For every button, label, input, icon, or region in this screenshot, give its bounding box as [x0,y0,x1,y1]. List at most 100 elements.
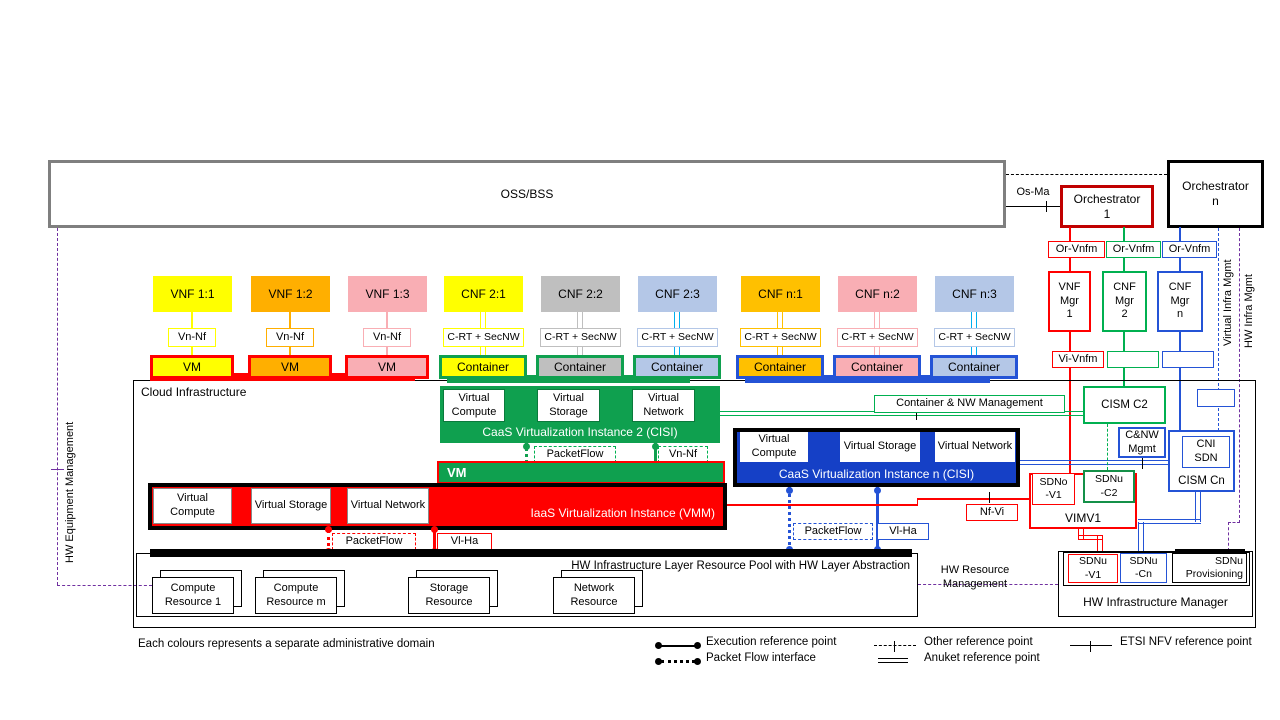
sdnu-c2-box: SDNu-C2 [1083,470,1135,503]
packetflow-dot [786,487,793,494]
storage-resource-box: Storage Resource [408,577,490,614]
nf-vi-line-step [916,498,919,506]
hw-resource-mgmt-line [918,584,1058,585]
compute-resource-m-box: Compute Resource m [255,577,337,614]
crt-secnw-label-2: C-RT + SecNW [540,328,621,347]
vim-sdnu-line-h [1078,535,1103,540]
caas2-virtual-network-cell: Virtual Network [632,389,695,422]
crt-secnw-label-4: C-RT + SecNW [740,328,821,347]
iaas-packetflow-line [327,530,330,553]
sdnu-cn-box: SDNu-Cn [1120,553,1167,583]
vm-box-1: VM [150,355,234,379]
container-n-domain-bar [745,375,990,383]
cnf-n-3-box: CNF n:3 [935,276,1014,312]
legend-packetflow-icon [655,657,701,667]
footnote: Each colours represents a separate admin… [138,638,435,650]
vm-layer-bar: VM [437,461,725,484]
crt-secnw-label-3: C-RT + SecNW [637,328,718,347]
legend-etsi-icon [1070,641,1112,653]
vim-v1-label: VIMV1 [1064,510,1101,525]
iaas-title: IaaS Virtualization Instance (VMM) [530,506,715,520]
oss-bss-label: OSS/BSS [500,186,554,201]
hw-resource-pool-title: HW Infrastructure Layer Resource Pool wi… [571,560,910,572]
cloud-infrastructure-label: Cloud Infrastructure [141,385,247,399]
vim-sdnu-line-v1 [1078,529,1084,540]
caasn-cism-anuket-line [1020,460,1168,465]
cnf-2-2-box: CNF 2:2 [541,276,620,312]
oss-orchestrator-n-dashed-line [1006,174,1167,175]
vn-nf-green-label: Vn-Nf [658,446,708,463]
caasn-virtual-network-cell: Virtual Network [935,432,1015,462]
blue-empty-box [1197,389,1235,407]
vm-box-2: VM [248,355,332,379]
legend-execution-label: Execution reference point [706,636,837,648]
container-box-6: Container [930,355,1018,379]
or-vnfm-2-label: Or-Vnfm [1106,241,1161,258]
sdnu-v1-box: SDNu-V1 [1068,554,1118,583]
caasn-virtual-storage-cell: Virtual Storage [840,432,920,462]
cism-sdnu-line-v2 [1138,522,1144,553]
vnf-1-1-box: VNF 1:1 [153,276,232,312]
iaas-virtual-compute-cell: Virtual Compute [153,488,232,524]
virtual-infra-mgmt-label: Virtual Infra Mgmt [1222,259,1234,346]
legend-packetflow-label: Packet Flow interface [706,652,816,664]
orchestrator-n-box: Orchestrator n [1167,160,1264,228]
cism-c2-sdnu-dashed-line [1107,424,1108,470]
vnfm-red-line [1069,227,1071,473]
execution-dot [431,526,438,533]
compute-resource-1-box: Compute Resource 1 [152,577,234,614]
vn-nf-label-1: Vn-Nf [168,328,216,347]
orchestrator-n-number: n [1212,194,1219,208]
caas2-virtual-compute-cell: Virtual Compute [443,389,505,422]
vnf-1-2-box: VNF 1:2 [251,276,330,312]
or-vnfm-1-label: Or-Vnfm [1048,241,1105,258]
execution-dot [652,443,659,450]
os-ma-line [1006,206,1060,207]
legend-anuket-label: Anuket reference point [924,652,1040,664]
hw-infra-mgmt-label: HW Infra Mgmt [1243,274,1255,348]
vi-vnfm-green-empty-box [1107,351,1159,368]
packetflow-blue-label: PacketFlow [793,523,873,540]
cism-c2-box: CISM C2 [1083,386,1166,424]
crt-secnw-label-1: C-RT + SecNW [443,328,524,347]
cism-sdnu-line-h [1138,519,1201,524]
iaas-virtual-storage-cell: Virtual Storage [251,488,331,524]
iaas-virtual-network-cell: Virtual Network [347,488,429,524]
container-box-1: Container [439,355,527,379]
vn-nf-label-3: Vn-Nf [363,328,411,347]
hw-infra-mgmt-jog [1228,522,1240,523]
nf-vi-line-2 [916,498,1030,500]
caasn-title: CaaS Virtualization Instance n (CISI) [778,467,975,481]
caasn-virtual-compute-cell: Virtual Compute [740,432,808,462]
vim-sdnu-line-v2 [1097,535,1103,554]
container-box-5: Container [833,355,921,379]
legend-anuket-icon [878,658,908,663]
or-vnfm-n-label: Or-Vnfm [1162,241,1217,258]
iaas-vlha-line [433,530,436,553]
cnf-2-3-box: CNF 2:3 [638,276,717,312]
cloud-infrastructure-box [133,380,1256,628]
caasn-packetflow-line [788,487,791,551]
hw-equipment-mgmt-tick [51,469,64,470]
packetflow-dot [325,526,332,533]
crt-secnw-label-6: C-RT + SecNW [934,328,1015,347]
oss-bss-box: OSS/BSS [48,160,1006,228]
hw-infra-mgmt-line-lower [1228,522,1229,551]
caas2-title: CaaS Virtualization Instance 2 (CISI) [482,425,678,439]
hw-equipment-mgmt-label: HW Equipment Management [64,421,76,563]
network-resource-box: Network Resource [553,577,635,614]
vi-vnfm-label: Vi-Vnfm [1052,351,1104,368]
execution-dot [874,487,881,494]
orchestrator-1-box: Orchestrator 1 [1060,185,1154,228]
os-ma-label: Os-Ma [1016,186,1050,198]
legend-execution-icon [655,641,701,651]
hw-infra-mgmt-line [1239,228,1240,523]
hw-equipment-mgmt-line [57,228,58,585]
vi-vnfm-blue-empty-box [1162,351,1214,368]
